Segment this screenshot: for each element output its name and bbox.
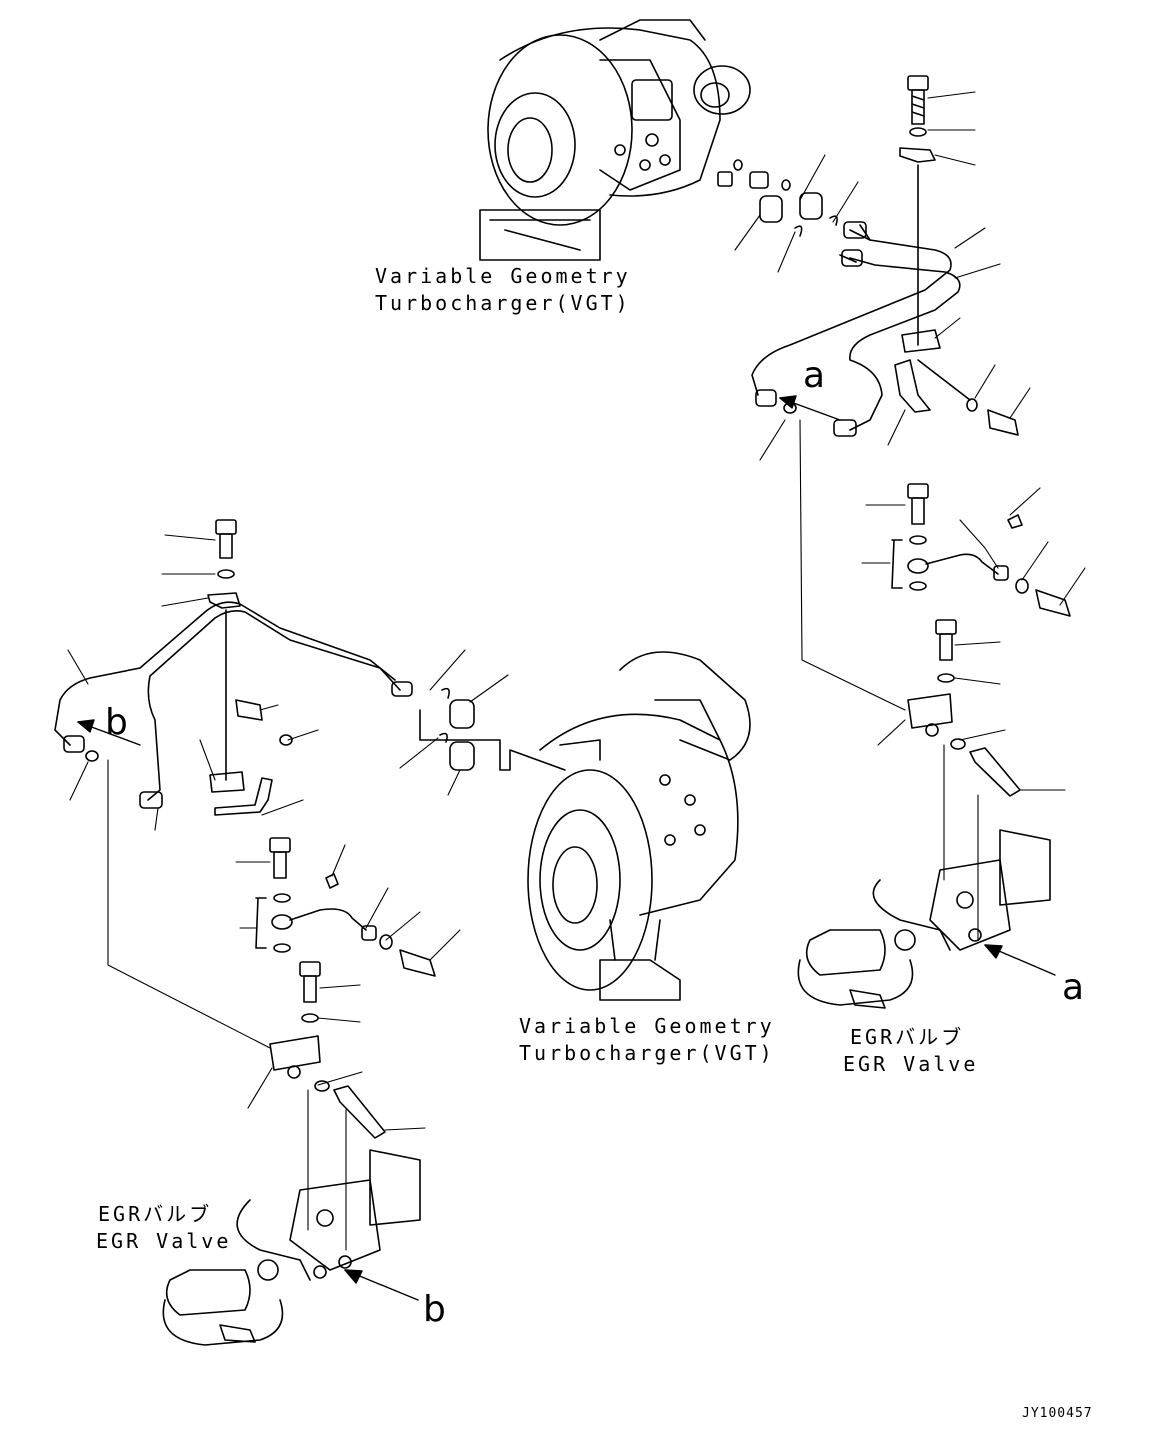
turbocharger-top	[480, 20, 750, 260]
top-fittings	[718, 160, 837, 236]
bolt-stack-top	[895, 76, 1018, 435]
vgt-top-label-line2: Turbocharger(VGT)	[375, 291, 631, 315]
egr-left-label-jp: EGRバルブ	[98, 1202, 213, 1226]
leader-lines	[68, 92, 1085, 1250]
callout-arrows	[78, 396, 1055, 1300]
vgt-top-label-line1: Variable Geometry	[375, 264, 631, 288]
vgt-bottom-label-line1: Variable Geometry	[519, 1014, 775, 1038]
document-id: JY100457	[1022, 1406, 1093, 1421]
callout-a-lower: a	[1062, 967, 1085, 1008]
bottom-fittings	[420, 689, 565, 770]
pipe-assembly-top	[752, 222, 960, 436]
egr-right-label-jp: EGRバルブ	[850, 1025, 965, 1049]
egr-left-label-en: EGR Valve	[96, 1229, 232, 1253]
callout-b-lower: b	[423, 1289, 446, 1330]
pipe-assembly-bottom	[55, 602, 412, 808]
vgt-bottom-label-line2: Turbocharger(VGT)	[519, 1041, 775, 1065]
egr-valve-left	[163, 1150, 420, 1345]
bolt-stack-bottom	[208, 520, 292, 815]
callout-b-upper: b	[105, 702, 128, 743]
egr-right-label-en: EGR Valve	[843, 1052, 979, 1076]
turbocharger-bottom	[528, 652, 750, 1000]
banjo-group-left	[256, 838, 435, 1138]
egr-valve-right	[798, 830, 1050, 1008]
callout-a-upper: a	[803, 355, 826, 396]
banjo-group-right	[892, 484, 1070, 796]
